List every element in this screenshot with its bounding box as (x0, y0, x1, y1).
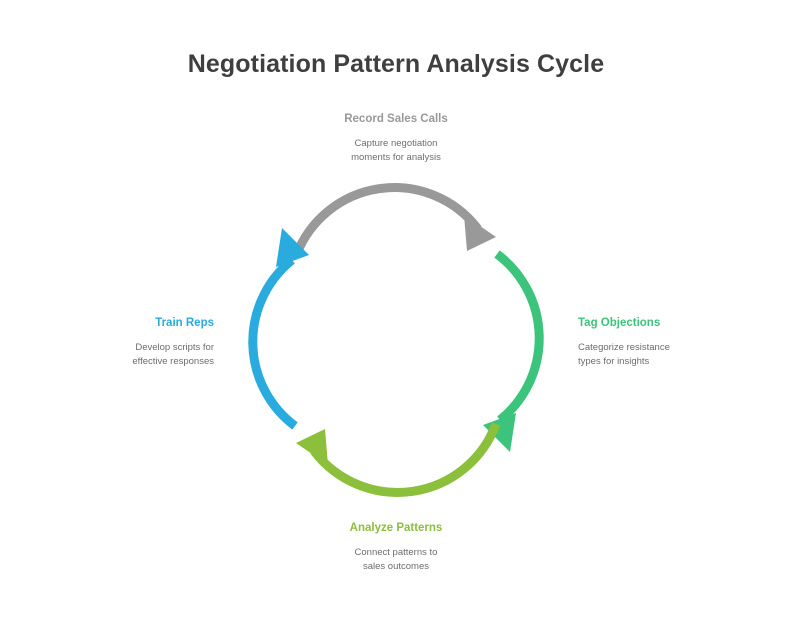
node-description-tag-objections: Categorize resistance types for insights (578, 342, 670, 367)
node-label-train-reps: Train Reps (155, 317, 214, 329)
arrow-record-sales-calls (291, 183, 496, 258)
arrow-tag-objections (483, 250, 544, 452)
arrow-train-reps (248, 228, 309, 430)
node-description-train-reps: Develop scripts for effective responses (132, 342, 214, 367)
arrow-analyze-patterns (296, 422, 501, 497)
node-label-tag-objections: Tag Objections (578, 317, 661, 329)
node-label-record-sales-calls: Record Sales Calls (344, 113, 448, 125)
page-title: Negotiation Pattern Analysis Cycle (187, 50, 605, 78)
node-description-analyze-patterns: Connect patterns to sales outcomes (354, 547, 438, 572)
node-description-record-sales-calls: Capture negotiation moments for analysis (351, 138, 441, 163)
node-label-analyze-patterns: Analyze Patterns (349, 522, 443, 534)
